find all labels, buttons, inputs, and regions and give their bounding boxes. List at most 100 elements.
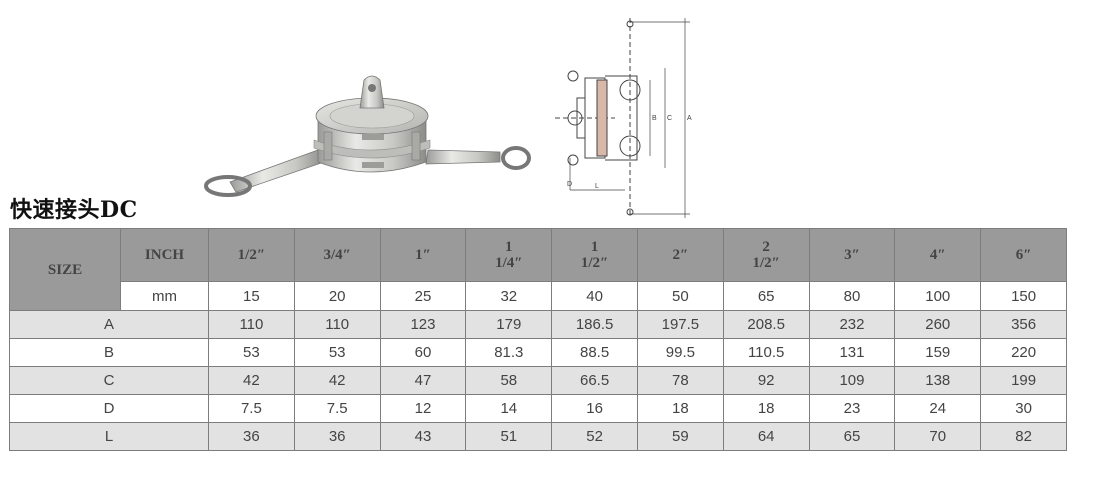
drawing-label-d: D — [567, 181, 572, 188]
inch-size-text: 1 — [505, 239, 513, 255]
dimension-value: 43 — [379, 422, 467, 451]
dimension-value: 208.5 — [722, 310, 810, 339]
dimension-value: 51 — [465, 422, 553, 451]
dimension-value: 52 — [551, 422, 638, 451]
dimension-label: L — [9, 422, 209, 451]
mm-size-cell: 15 — [208, 281, 295, 311]
drawing-label-l: L — [595, 183, 599, 190]
size-header: SIZE — [9, 228, 121, 311]
mm-size-cell: 150 — [980, 281, 1067, 311]
dimension-value: 220 — [980, 338, 1067, 367]
inch-size-header: 3/4″ — [293, 228, 381, 282]
dimension-value: 109 — [808, 366, 896, 395]
mm-size-cell: 65 — [722, 281, 810, 311]
inch-size-header: 1″ — [379, 228, 467, 282]
inch-size-text: 4″ — [929, 247, 946, 263]
drawing-label-a: A — [687, 115, 692, 122]
inch-size-header: 4″ — [894, 228, 982, 282]
inch-size-header: 3″ — [808, 228, 896, 282]
dimension-label: B — [9, 338, 209, 367]
mm-label: mm — [120, 281, 209, 311]
inch-size-header: 6″ — [980, 228, 1067, 282]
dimension-value: 7.5 — [208, 394, 295, 423]
inch-size-text: 1/2″ — [580, 255, 609, 271]
dimension-value: 131 — [808, 338, 896, 367]
dimension-value: 14 — [465, 394, 553, 423]
dimension-value: 64 — [722, 422, 810, 451]
product-title: 快速接头DC — [10, 197, 138, 223]
inch-size-text: 1/2″ — [752, 255, 780, 271]
dimension-value: 179 — [465, 310, 553, 339]
dimension-value: 59 — [636, 422, 724, 451]
dimension-value: 110 — [208, 310, 295, 339]
mm-size-cell: 50 — [636, 281, 724, 311]
dimension-value: 110.5 — [722, 338, 810, 367]
dimension-label: A — [9, 310, 209, 339]
dimension-value: 260 — [894, 310, 982, 339]
dimension-value: 138 — [894, 366, 982, 395]
drawing-label-b: B — [652, 115, 657, 122]
dust-cap-drawing: B C A D L — [555, 18, 692, 218]
dimension-value: 53 — [293, 338, 381, 367]
dimension-value: 82 — [980, 422, 1067, 451]
inch-size-text: 2 — [762, 239, 770, 255]
dimension-value: 18 — [722, 394, 810, 423]
inch-size-text: 3/4″ — [323, 247, 351, 263]
dimension-value: 36 — [208, 422, 295, 451]
dust-cap-photo — [204, 75, 531, 197]
dimension-value: 78 — [636, 366, 724, 395]
dimension-value: 88.5 — [551, 338, 638, 367]
dimension-value: 81.3 — [465, 338, 553, 367]
inch-size-text: 3″ — [844, 247, 860, 263]
dimension-value: 356 — [980, 310, 1067, 339]
dimension-value: 110 — [293, 310, 381, 339]
mm-size-cell: 25 — [379, 281, 467, 311]
mm-size-cell: 80 — [808, 281, 896, 311]
mm-size-cell: 20 — [293, 281, 381, 311]
dimension-value: 159 — [894, 338, 982, 367]
dimension-value: 99.5 — [636, 338, 724, 367]
dimension-value: 30 — [980, 394, 1067, 423]
inch-size-header: 2″ — [636, 228, 724, 282]
drawing-label-c: C — [667, 115, 672, 122]
dimension-value: 197.5 — [636, 310, 724, 339]
dimension-value: 123 — [379, 310, 467, 339]
dimension-value: 92 — [722, 366, 810, 395]
inch-size-text: 1″ — [415, 247, 431, 263]
dimension-value: 186.5 — [551, 310, 638, 339]
dimension-value: 16 — [551, 394, 638, 423]
inch-size-text: 1 — [590, 239, 599, 255]
dimension-value: 42 — [293, 366, 381, 395]
dimension-value: 24 — [894, 394, 982, 423]
dimension-value: 23 — [808, 394, 896, 423]
inch-size-text: 1/2″ — [237, 247, 266, 263]
dimension-value: 12 — [379, 394, 467, 423]
dimension-value: 232 — [808, 310, 896, 339]
dimension-value: 66.5 — [551, 366, 638, 395]
dimension-value: 18 — [636, 394, 724, 423]
dimension-label: D — [9, 394, 209, 423]
inch-size-header: 1/2″ — [208, 228, 295, 282]
dimension-value: 65 — [808, 422, 896, 451]
mm-size-cell: 32 — [465, 281, 553, 311]
dimension-value: 36 — [293, 422, 381, 451]
dimension-value: 70 — [894, 422, 982, 451]
dimension-label: C — [9, 366, 209, 395]
mm-size-cell: 40 — [551, 281, 638, 311]
dimension-value: 42 — [208, 366, 295, 395]
inch-size-text: 1/4″ — [495, 255, 523, 271]
inch-size-text: 2″ — [672, 247, 689, 263]
dimension-value: 47 — [379, 366, 467, 395]
dimension-value: 199 — [980, 366, 1067, 395]
